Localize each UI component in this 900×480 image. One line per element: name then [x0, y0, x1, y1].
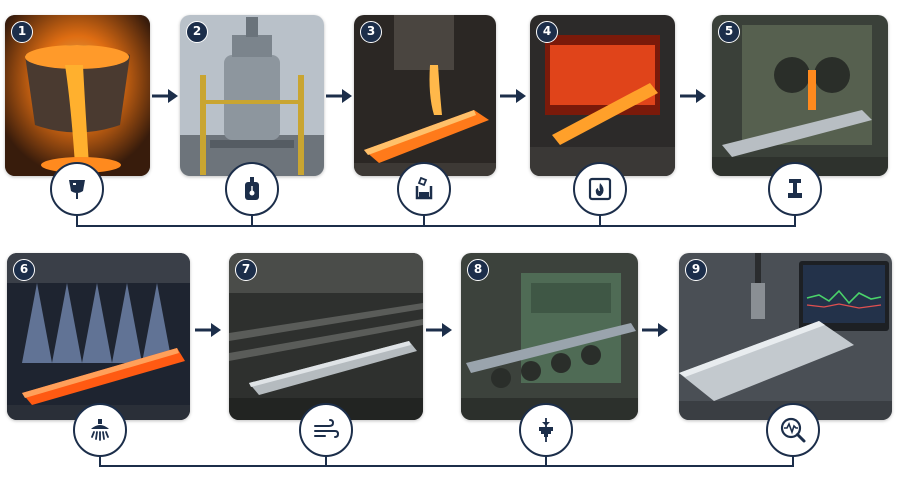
- inspection-icon: [778, 415, 808, 445]
- step-1-card: 1: [5, 15, 150, 176]
- rolling-mill-image: [712, 15, 888, 176]
- step-9-card: 9: [679, 253, 892, 420]
- step-number-badge: 8: [467, 259, 489, 281]
- flow-arrow-1-2: [150, 86, 180, 106]
- step-8-card: 8: [461, 253, 638, 420]
- step-5-icon-circle: [768, 162, 822, 216]
- straightening-icon: [531, 415, 561, 445]
- step-9-icon-circle: [766, 403, 820, 457]
- flow-arrow-8-9: [640, 320, 670, 340]
- step-2-icon-circle: [225, 162, 279, 216]
- furnace-flame-icon: [585, 174, 615, 204]
- step-1-icon-circle: [50, 162, 104, 216]
- step-4-icon-circle: [573, 162, 627, 216]
- step-number-badge: 6: [13, 259, 35, 281]
- straightening-machine-image: [461, 253, 638, 420]
- row2-connector: [100, 456, 793, 466]
- step-number-badge: 1: [11, 21, 33, 43]
- step-3-card: 3: [354, 15, 496, 176]
- step-number-badge: 2: [186, 21, 208, 43]
- step-7-card: 7: [229, 253, 423, 420]
- step-6-card: 6: [7, 253, 190, 420]
- water-spray-icon: [85, 415, 115, 445]
- flow-arrow-2-3: [324, 86, 354, 106]
- flow-arrow-3-4: [498, 86, 528, 106]
- ultrasonic-inspection-image: [679, 253, 892, 420]
- water-spray-cooling-image: [7, 253, 190, 420]
- step-4-card: 4: [530, 15, 675, 176]
- cooling-bed-image: [229, 253, 423, 420]
- air-cooling-icon: [311, 415, 341, 445]
- step-2-card: 2: [180, 15, 324, 176]
- flow-arrow-4-5: [678, 86, 708, 106]
- step-3-icon-circle: [397, 162, 451, 216]
- step-number-badge: 5: [718, 21, 740, 43]
- step-7-icon-circle: [299, 403, 353, 457]
- step-number-badge: 3: [360, 21, 382, 43]
- vessel-icon: [237, 174, 267, 204]
- step-5-card: 5: [712, 15, 888, 176]
- step-number-badge: 4: [536, 21, 558, 43]
- casting-icon: [409, 174, 439, 204]
- step-number-badge: 7: [235, 259, 257, 281]
- step-8-icon-circle: [519, 403, 573, 457]
- step-number-badge: 9: [685, 259, 707, 281]
- step-6-icon-circle: [73, 403, 127, 457]
- rail-profile-icon: [780, 174, 810, 204]
- flow-arrow-6-7: [193, 320, 223, 340]
- flow-arrow-7-8: [424, 320, 454, 340]
- ladle-icon: [62, 174, 92, 204]
- row1-connector: [77, 215, 795, 226]
